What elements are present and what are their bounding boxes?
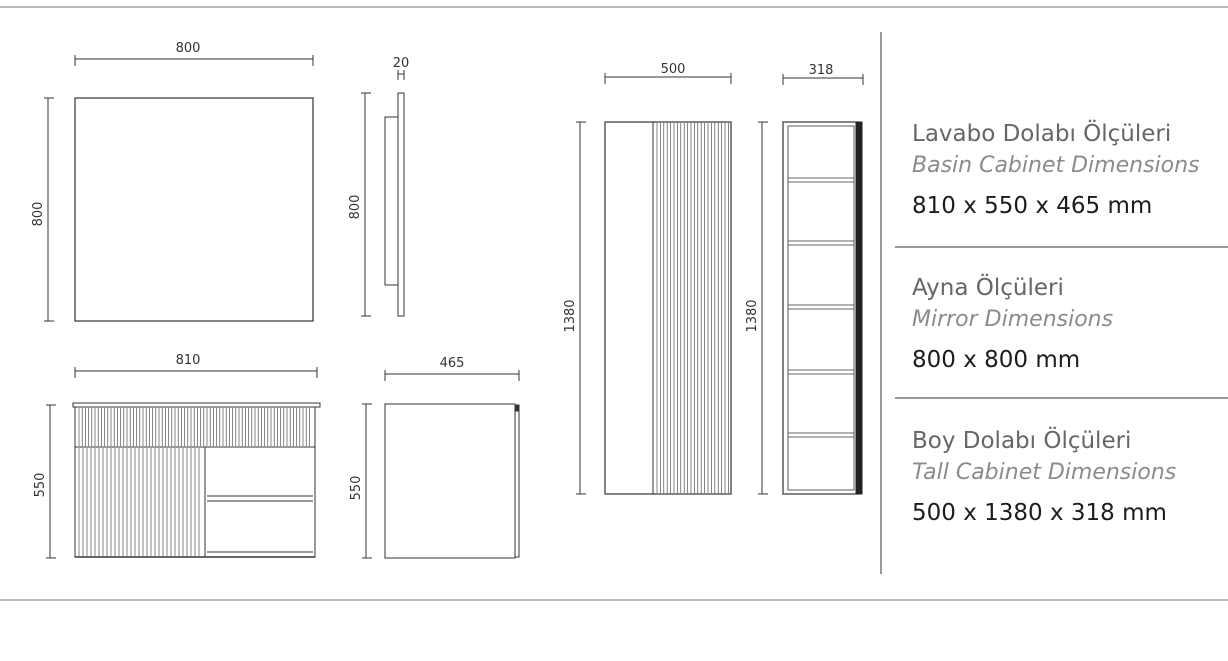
mirror-side-height-label: 800 [348,195,363,220]
spec-basin-cabinet: Lavabo Dolabı Ölçüleri Basin Cabinet Dim… [912,118,1212,222]
bottom-rule [0,599,1228,601]
basin-height-label: 550 [33,473,48,498]
tall-height-label: 1380 [563,299,578,332]
basin-side-view [362,370,520,559]
spec-tall-cabinet: Boy Dolabı Ölçüleri Tall Cabinet Dimensi… [912,425,1212,529]
spec-title-tr: Ayna Ölçüleri [912,275,1064,301]
spec-divider [895,246,1228,248]
tall-front-view [576,73,732,495]
spec-title-en: Basin Cabinet Dimensions [912,153,1200,178]
spec-divider [895,397,1228,399]
technical-drawing: 800 800 20 800 810 550 465 550 500 1380 … [31,41,864,559]
tall-width-label: 500 [661,62,686,77]
column-divider [880,32,882,574]
tall-side-view [758,74,864,495]
basin-side-height-label: 550 [349,476,364,501]
basin-depth-label: 465 [440,356,465,371]
mirror-height-label: 800 [31,202,46,227]
spec-title-tr: Boy Dolabı Ölçüleri [912,428,1132,454]
basin-width-label: 810 [176,353,201,368]
mirror-width-label: 800 [176,41,201,56]
top-rule [0,6,1228,8]
tall-depth-label: 318 [809,63,834,78]
tall-side-height-label: 1380 [745,299,760,332]
spec-title-en: Mirror Dimensions [912,307,1114,332]
spec-title-tr: Lavabo Dolabı Ölçüleri [912,121,1172,147]
mirror-depth-label: 20 [393,56,410,71]
spec-mirror: Ayna Ölçüleri Mirror Dimensions 800 x 80… [912,272,1212,376]
spec-dimensions: 800 x 800 mm [912,347,1081,373]
mirror-front-view [44,55,314,322]
mirror-side-view [361,70,405,317]
basin-front-view [46,367,321,559]
spec-dimensions: 500 x 1380 x 318 mm [912,500,1167,526]
spec-title-en: Tall Cabinet Dimensions [912,460,1177,485]
spec-dimensions: 810 x 550 x 465 mm [912,193,1153,219]
